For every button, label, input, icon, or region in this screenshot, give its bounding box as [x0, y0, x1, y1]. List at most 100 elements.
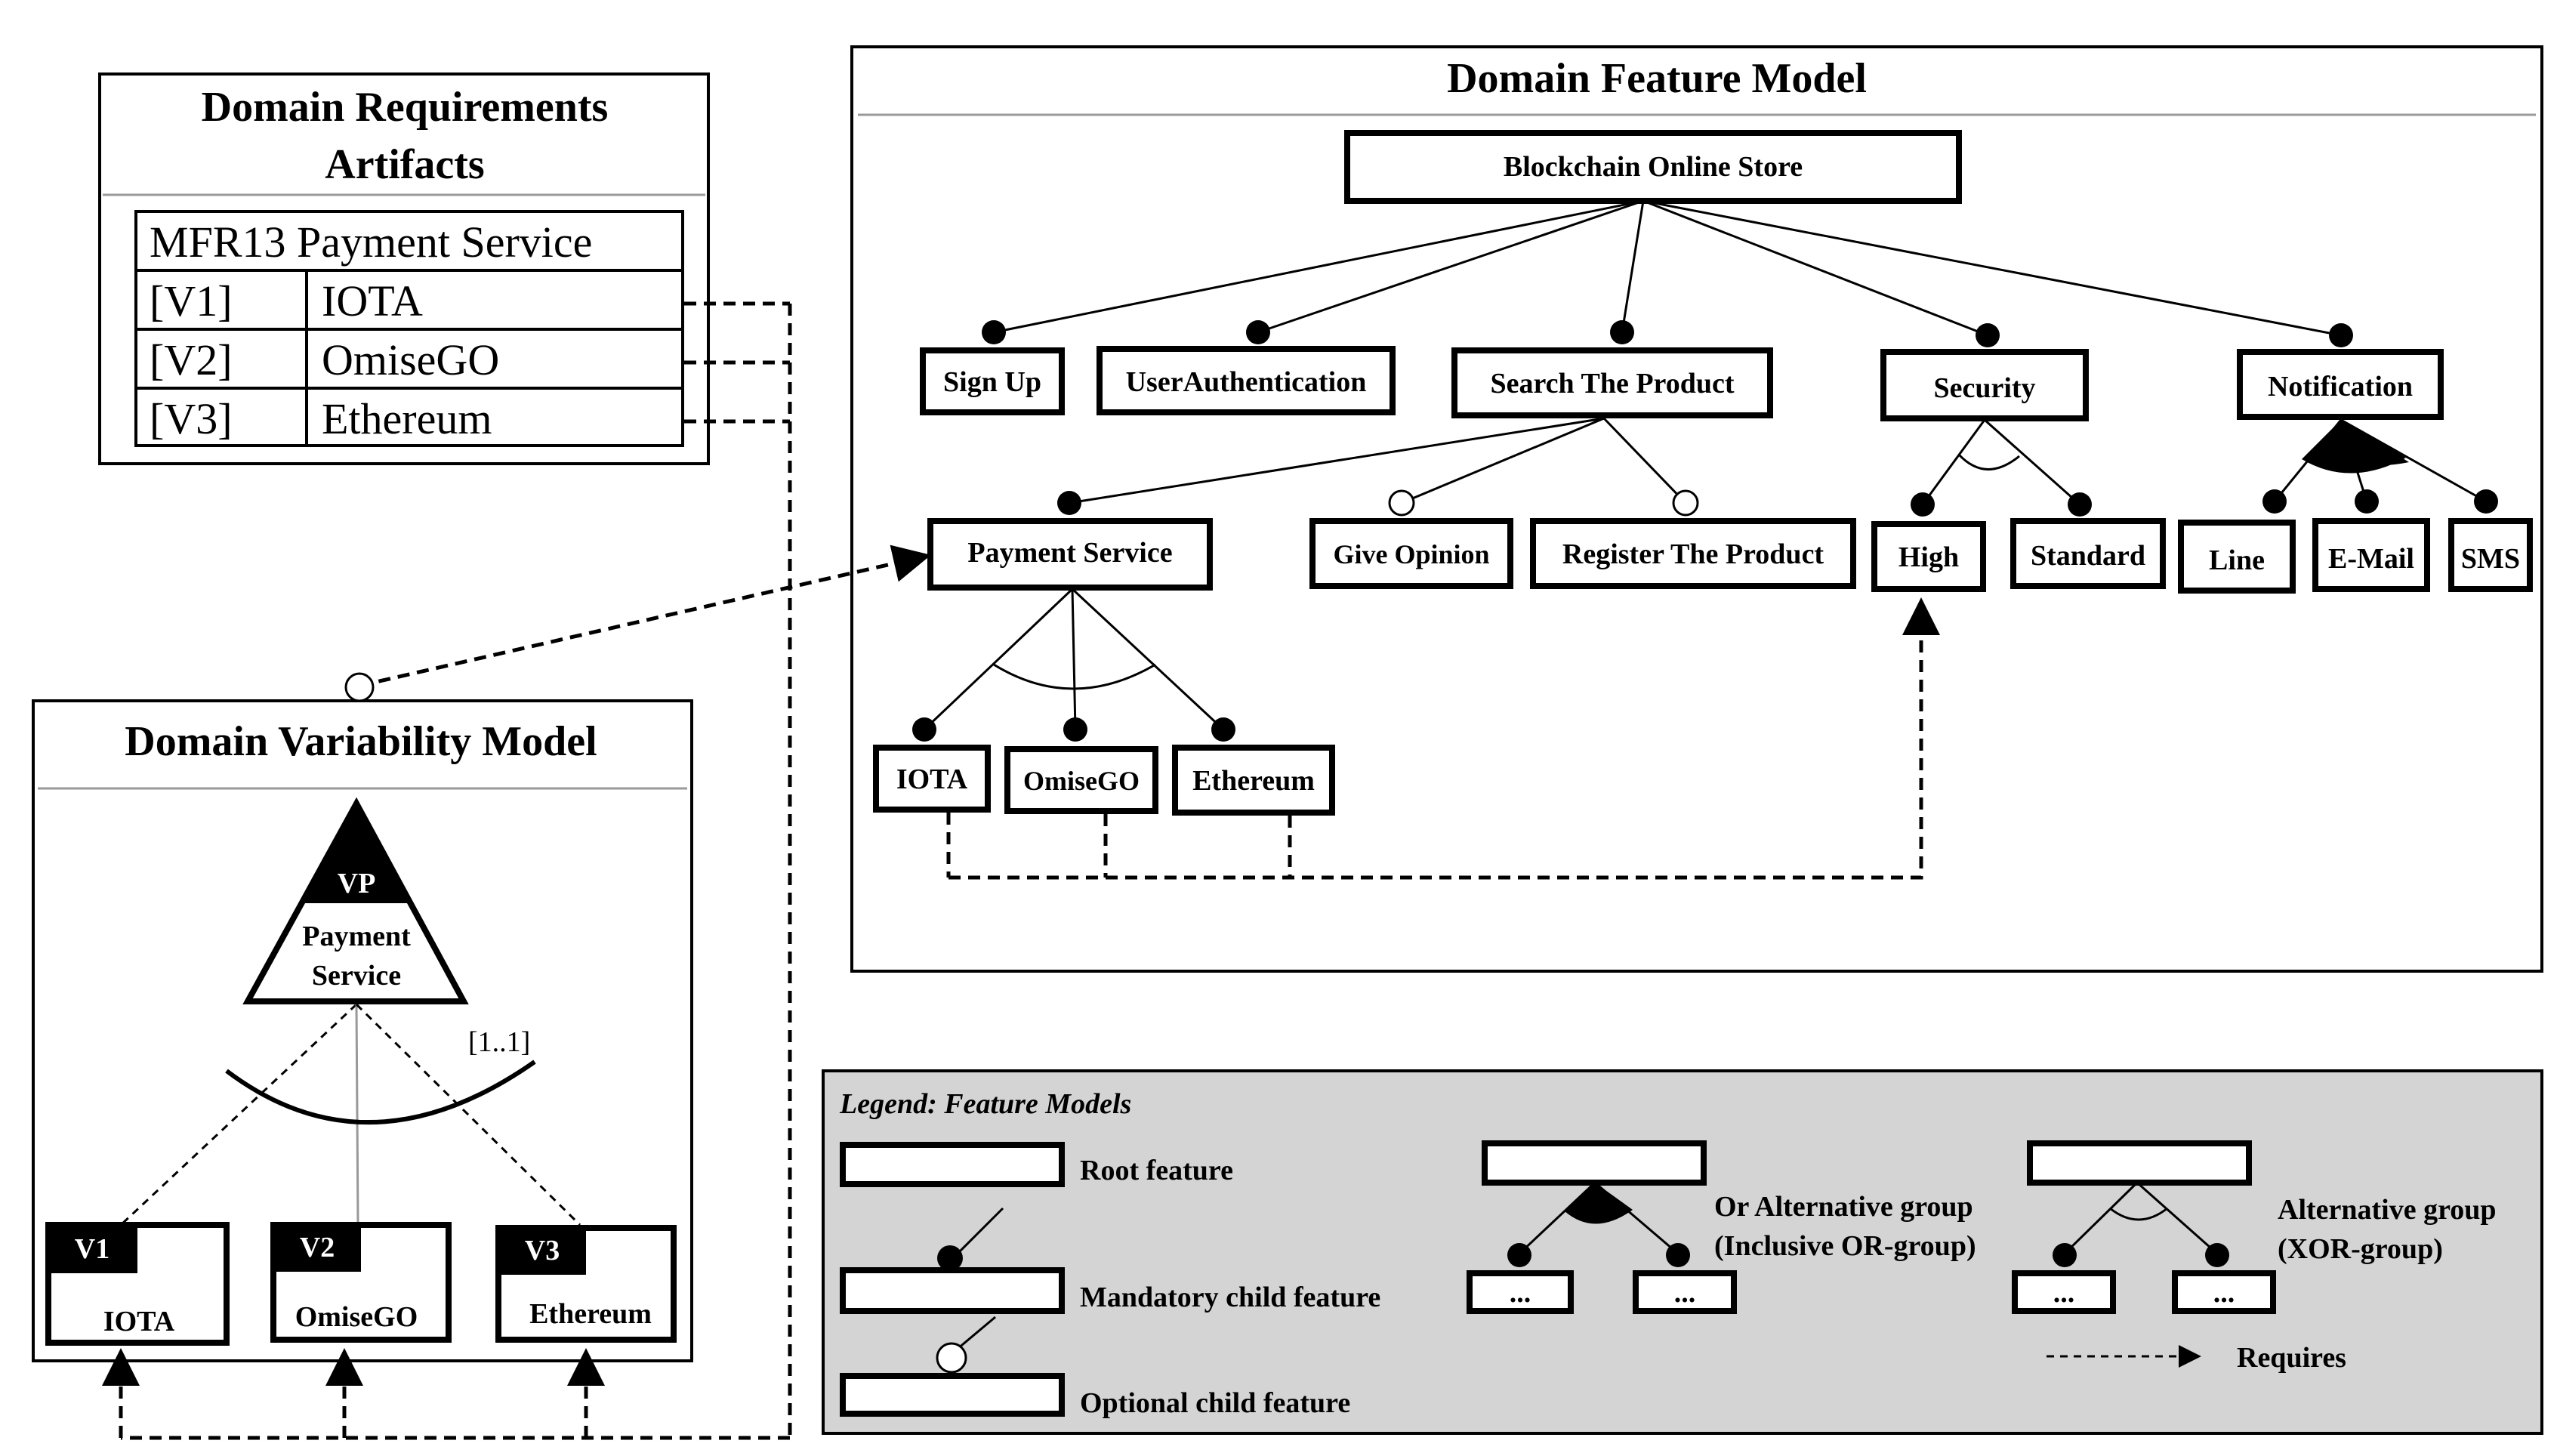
feature-root-label: Blockchain Online Store	[1504, 151, 1803, 183]
feature-label: Notification	[2268, 371, 2413, 403]
feature-label: Search The Product	[1490, 368, 1734, 399]
req-row-name: IOTA	[322, 276, 423, 325]
feature-security: Security	[1880, 349, 2089, 421]
feature-user-authentication: UserAuthentication	[1097, 346, 1396, 415]
optional-dot	[936, 1342, 967, 1374]
variant-tag: V1	[75, 1233, 109, 1265]
mandatory-dot	[1246, 320, 1270, 344]
requirements-table: MFR13 Payment Service [V1] IOTA [V2] Omi…	[134, 210, 684, 447]
variant-name: OmiseGO	[295, 1301, 418, 1333]
feature-register-product: Register The Product	[1530, 518, 1856, 589]
feature-model-panel: Domain Feature Model Blockchain Online S…	[850, 45, 2543, 973]
security-connectors	[1921, 418, 2080, 506]
requires-payment-to-high	[946, 597, 1940, 880]
requirements-title-line1: Domain Requirements	[202, 84, 609, 131]
feature-label: Give Opinion	[1333, 539, 1489, 569]
req-row-name: Ethereum	[322, 394, 492, 443]
optional-dot	[344, 672, 375, 702]
mandatory-dot	[2053, 1243, 2077, 1267]
feature-label: Ethereum	[1192, 765, 1315, 797]
mandatory-dot	[1057, 491, 1081, 515]
feature-ethereum: Ethereum	[1172, 745, 1335, 816]
feature-label: Line	[2209, 544, 2265, 576]
feature-sms: SMS	[2448, 518, 2533, 592]
feature-email: E-Mail	[2312, 518, 2430, 592]
variability-connectors: [1..1]	[119, 1003, 581, 1226]
requirements-title-line2: Artifacts	[325, 141, 484, 188]
optional-dot	[1388, 489, 1415, 517]
legend-root-label: Root feature	[1080, 1155, 1233, 1186]
feature-iota: IOTA	[873, 745, 991, 813]
xor-arc	[993, 663, 1156, 690]
feature-label: E-Mail	[2328, 543, 2414, 575]
or-filled-wedge	[2302, 420, 2406, 474]
variant-name: IOTA	[103, 1306, 175, 1337]
vp-name-line2: Service	[312, 960, 401, 992]
xor-arc	[1957, 453, 2020, 470]
legend-title: Legend: Feature Models	[839, 1088, 1131, 1120]
variant-tag: V2	[300, 1232, 335, 1263]
optional-dot	[1672, 489, 1699, 517]
mandatory-dot	[1610, 320, 1634, 344]
mandatory-dot	[2474, 489, 2498, 514]
feature-label: SMS	[2461, 543, 2520, 575]
feature-label: Standard	[2031, 540, 2145, 572]
vp-label: VP	[338, 868, 376, 899]
feature-label: Sign Up	[943, 366, 1041, 398]
legend-optional-label: Optional child feature	[1080, 1387, 1350, 1419]
legend-or-group-line2: (Inclusive OR-group)	[1714, 1230, 1976, 1262]
feature-notification: Notification	[2237, 349, 2444, 420]
mandatory-dot	[1063, 717, 1087, 742]
requirements-header: MFR13 Payment Service	[150, 217, 592, 267]
payment-connectors	[923, 588, 1225, 731]
feature-label: High	[1898, 541, 1959, 573]
legend-ellipsis: ...	[1510, 1277, 1531, 1309]
notification-connectors	[2273, 418, 2487, 503]
xor-arc	[2109, 1207, 2168, 1221]
feature-search-product: Search The Product	[1451, 347, 1773, 418]
req-row-id: [V2]	[150, 335, 233, 384]
feature-payment-service: Payment Service	[927, 518, 1213, 591]
mandatory-dot	[2329, 323, 2353, 347]
legend-ellipsis: ...	[2213, 1277, 2235, 1309]
feature-high: High	[1871, 521, 1986, 592]
feature-give-opinion: Give Opinion	[1309, 518, 1513, 589]
req-row-name: OmiseGO	[322, 335, 499, 384]
feature-label: OmiseGO	[1023, 766, 1140, 796]
feature-label: Payment Service	[967, 537, 1172, 569]
search-connectors	[1069, 417, 1687, 504]
mandatory-dot	[2262, 489, 2287, 514]
cardinality-label: [1..1]	[468, 1026, 530, 1058]
vp-name-line1: Payment	[302, 921, 411, 952]
variant-name: Ethereum	[529, 1298, 652, 1330]
legend-panel: Legend: Feature Models Root feature Mand…	[822, 1069, 2543, 1435]
req-row-id: [V1]	[150, 276, 233, 325]
legend-mandatory-label: Mandatory child feature	[1080, 1282, 1380, 1313]
feature-label: UserAuthentication	[1126, 366, 1367, 398]
mandatory-dot	[2068, 492, 2092, 517]
feature-model-title: Domain Feature Model	[1447, 55, 1867, 102]
variation-point: VP Payment Service	[242, 797, 469, 1004]
feature-label: Security	[1933, 372, 2035, 404]
mandatory-dot	[912, 717, 936, 742]
feature-label: Register The Product	[1562, 538, 1824, 570]
feature-sign-up: Sign Up	[920, 347, 1065, 415]
mandatory-dot	[2355, 489, 2379, 514]
feature-standard: Standard	[2010, 518, 2166, 589]
mandatory-dot	[2205, 1243, 2229, 1267]
variant-v1: V1 IOTA	[45, 1222, 230, 1346]
mandatory-dot	[1911, 492, 1935, 517]
legend-xor-group-line1: Alternative group	[2278, 1194, 2497, 1226]
legend-xor-group-line2: (XOR-group)	[2278, 1233, 2443, 1265]
variability-model-title: Domain Variability Model	[125, 718, 597, 765]
root-connectors	[993, 199, 2342, 337]
trace-links	[102, 301, 931, 1440]
legend-or-group-line1: Or Alternative group	[1714, 1191, 1973, 1223]
variant-v2: V2 OmiseGO	[270, 1222, 452, 1343]
legend-ellipsis: ...	[2053, 1277, 2075, 1309]
req-row-id: [V3]	[150, 394, 233, 443]
feature-label: IOTA	[896, 763, 968, 795]
cardinality-arc	[225, 1060, 536, 1124]
variant-tag: V3	[525, 1235, 560, 1266]
feature-root: Blockchain Online Store	[1344, 130, 1962, 204]
